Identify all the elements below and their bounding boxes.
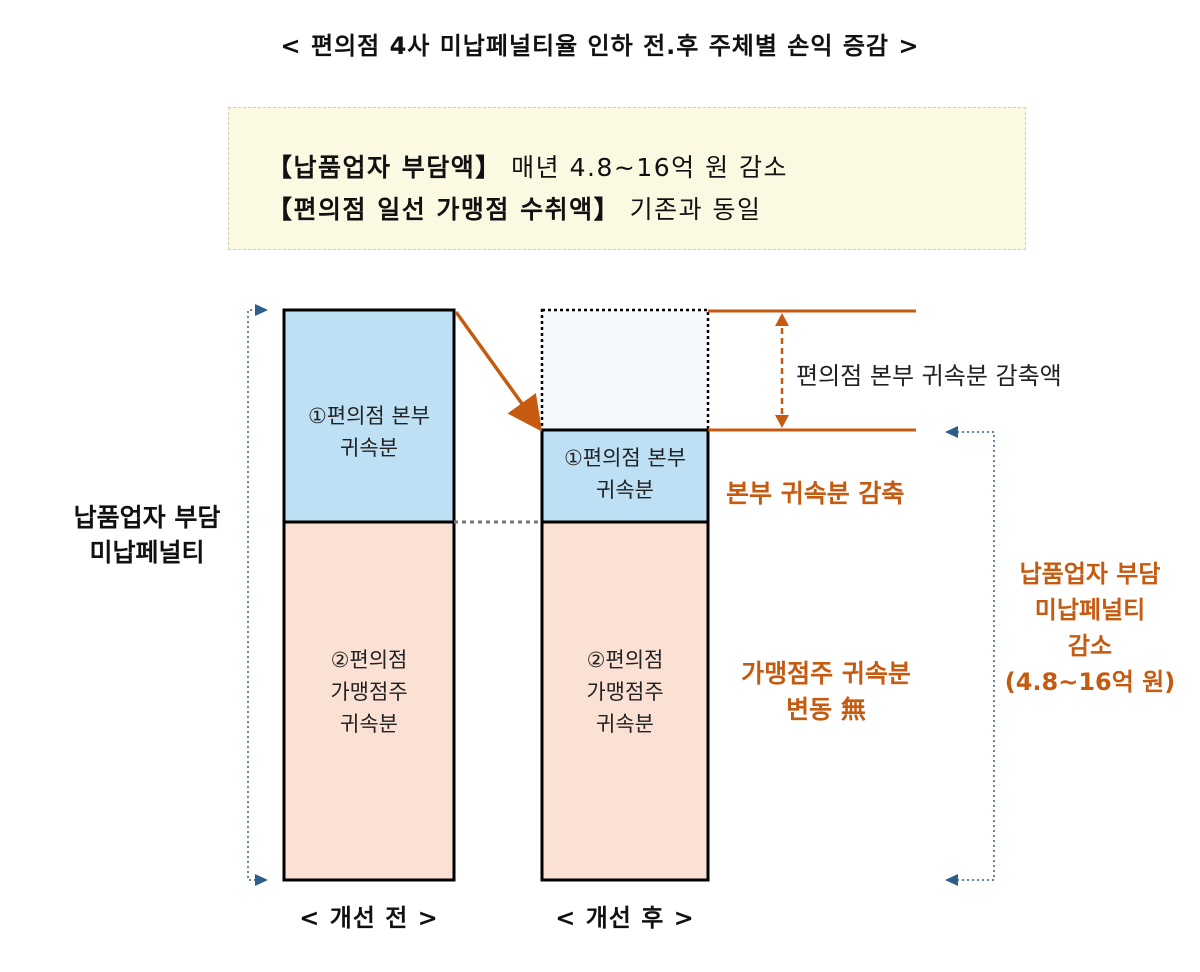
right-bracket [952,431,995,881]
right-side-label-line4: (4.8~16억 원) [1004,668,1176,696]
summary-franchisee-text: 기존과 동일 [629,195,762,224]
reduction-arrow [454,310,543,432]
right-side-label: 납품업자 부담 미납페널티 감소 (4.8~16억 원) [990,556,1190,700]
summary-franchisee-heading: 【편의점 일선 가맹점 수취액】 [267,195,621,224]
after-removed-segment [540,308,710,432]
after-franchisee-segment [540,520,710,882]
left-side-label-line2: 미납페널티 [89,538,205,567]
left-bracket-arrow-top [255,304,268,316]
after-franchisee-label: ②편의점 가맹점주 귀속분 [542,644,708,740]
summary-line-franchisee: 【편의점 일선 가맹점 수취액】 기존과 동일 [267,190,762,226]
before-franchisee-segment [282,520,456,882]
before-hq-label-line2: 귀속분 [340,436,398,460]
reduction-span-arrow-top [775,313,789,326]
left-bracket-arrow-bottom [255,874,268,886]
before-hq-label-line1: ①편의점 본부 [307,404,431,428]
hq-reduced-label: 본부 귀속분 감축 [726,479,905,508]
franchisee-unchanged-line1: 가맹점주 귀속분 [741,659,911,688]
after-hq-label: ①편의점 본부 귀속분 [542,442,708,506]
right-bracket-arrow-top [945,426,958,438]
summary-line-supplier: 【납품업자 부담액】 매년 4.8~16억 원 감소 [267,148,788,184]
before-franchisee-label-line3: 귀속분 [340,712,398,736]
after-franchisee-label-line1: ②편의점 [586,648,664,672]
after-hq-label-line1: ①편의점 본부 [563,446,687,470]
before-caption: < 개선 전 > [299,904,439,932]
after-hq-segment [540,428,710,524]
left-side-label-line1: 납품업자 부담 [73,503,221,532]
franchisee-unchanged-label: 가맹점주 귀속분 변동 無 [716,656,936,728]
page-title: < 편의점 4사 미납페널티율 인하 전.후 주체별 손익 증감 > [280,32,920,60]
right-side-label-line1: 납품업자 부담 [1019,560,1161,588]
summary-box: 【납품업자 부담액】 매년 4.8~16억 원 감소 【편의점 일선 가맹점 수… [228,107,1026,250]
before-franchisee-label: ②편의점 가맹점주 귀속분 [284,644,454,740]
summary-supplier-text: 매년 4.8~16억 원 감소 [511,153,789,182]
left-bracket [247,309,262,881]
after-hq-label-line2: 귀속분 [596,478,654,502]
right-side-label-line3: 감소 [1067,632,1113,660]
before-franchisee-label-line1: ②편의점 [330,648,408,672]
after-caption: < 개선 후 > [555,904,695,932]
before-hq-label: ①편의점 본부 귀속분 [284,400,454,464]
franchisee-unchanged-line2: 변동 無 [786,695,866,724]
before-franchisee-label-line2: 가맹점주 [330,680,408,704]
after-franchisee-label-line3: 귀속분 [596,712,654,736]
left-side-label: 납품업자 부담 미납페널티 [52,500,242,570]
summary-supplier-heading: 【납품업자 부담액】 [267,153,502,182]
reduction-span-arrow-bottom [775,415,789,428]
after-franchisee-label-line2: 가맹점주 [586,680,664,704]
right-bracket-arrow-bottom [945,874,958,886]
reduction-amount-label: 편의점 본부 귀속분 감축액 [796,362,1062,390]
right-side-label-line2: 미납페널티 [1034,596,1146,624]
